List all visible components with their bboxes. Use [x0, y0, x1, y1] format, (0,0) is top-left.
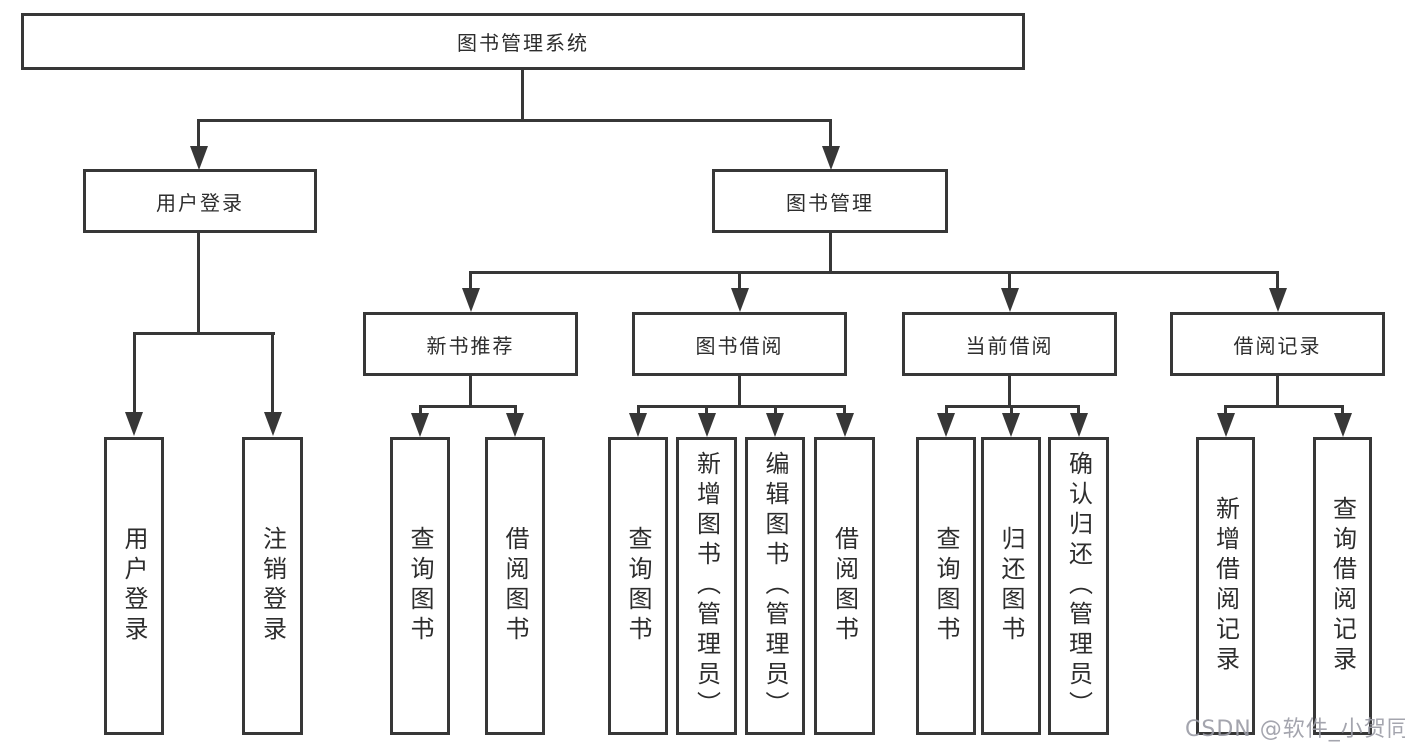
- arrowhead-down-icon: [1333, 413, 1352, 437]
- connector-stub: [469, 375, 472, 408]
- connector-level3-rail: [469, 271, 1279, 274]
- arrowhead-down-icon: [189, 146, 208, 170]
- leaf-borrow-book-recommend: 借阅图书: [485, 437, 545, 735]
- connector-rail: [418, 405, 517, 408]
- connector-root-trunk: [521, 70, 524, 120]
- connector-stub: [1276, 375, 1279, 408]
- connector-stem: [1077, 405, 1080, 415]
- leaf-borrow-book: 借阅图书: [814, 437, 875, 735]
- arrowhead-down-icon: [461, 288, 480, 312]
- connector-stem: [773, 405, 777, 415]
- csdn-watermark: CSDN @软件_小贺同学: [1185, 717, 1405, 742]
- node-root: 图书管理系统: [21, 13, 1025, 70]
- arrowhead-down-icon: [1268, 288, 1287, 312]
- connector-stem: [738, 271, 741, 293]
- arrowhead-down-icon: [730, 288, 749, 312]
- connector-user-login-trunk: [197, 232, 200, 335]
- connector-stem: [705, 405, 708, 415]
- leaf-edit-book-admin: 编辑图书（管理员）: [745, 437, 805, 735]
- arrowhead-down-icon: [411, 413, 429, 437]
- arrowhead-down-icon: [1000, 288, 1019, 312]
- leaf-confirm-return-admin: 确认归还（管理员）: [1048, 437, 1109, 735]
- connector-stem: [1009, 405, 1013, 415]
- arrowhead-down-icon: [1069, 413, 1088, 437]
- connector-stem: [944, 405, 948, 415]
- connector-book-mgmt-trunk: [828, 232, 832, 273]
- connector-stub: [1008, 375, 1011, 408]
- connector-stem: [197, 119, 200, 149]
- arrowhead-down-icon: [766, 413, 784, 437]
- node-new-book-recommend: 新书推荐: [363, 312, 578, 376]
- connector-stub: [738, 375, 741, 408]
- arrowhead-down-icon: [629, 413, 647, 437]
- arrowhead-down-icon: [697, 413, 716, 437]
- connector-stem: [1224, 405, 1227, 415]
- leaf-user-login: 用户登录: [104, 437, 164, 735]
- node-user-login: 用户登录: [83, 169, 317, 233]
- leaf-query-borrow-record: 查询借阅记录: [1313, 437, 1372, 735]
- node-borrow-records: 借阅记录: [1170, 312, 1385, 376]
- connector-stem: [636, 405, 640, 415]
- connector-rail: [636, 405, 846, 408]
- connector-rail: [1224, 405, 1344, 408]
- node-book-management: 图书管理: [712, 169, 948, 233]
- arrowhead-down-icon: [1216, 413, 1235, 437]
- connector-stem: [829, 119, 832, 149]
- connector-stem: [843, 405, 846, 415]
- leaf-add-borrow-record: 新增借阅记录: [1196, 437, 1255, 735]
- connector-stem: [1341, 405, 1344, 415]
- leaf-query-book-recommend: 查询图书: [390, 437, 450, 735]
- leaf-query-book-borrow: 查询图书: [608, 437, 668, 735]
- arrowhead-down-icon: [125, 412, 143, 436]
- connector-stem: [132, 332, 136, 417]
- connector-stem: [271, 332, 274, 417]
- arrowhead-down-icon: [835, 413, 854, 437]
- connector-stem: [418, 405, 422, 415]
- leaf-return-book: 归还图书: [981, 437, 1041, 735]
- arrowhead-down-icon: [263, 412, 282, 436]
- node-current-borrow: 当前借阅: [902, 312, 1117, 376]
- connector-user-login-rail: [132, 332, 275, 335]
- connector-stem: [513, 405, 517, 415]
- arrowhead-down-icon: [821, 146, 840, 170]
- leaf-query-book-current: 查询图书: [916, 437, 976, 735]
- connector-stem: [1008, 271, 1011, 293]
- connector-stem: [1276, 271, 1279, 293]
- leaf-logout: 注销登录: [242, 437, 303, 735]
- arrowhead-down-icon: [506, 413, 524, 437]
- arrowhead-down-icon: [1002, 413, 1020, 437]
- connector-stem: [469, 271, 472, 293]
- arrowhead-down-icon: [937, 413, 955, 437]
- connector-level2-rail: [197, 119, 832, 122]
- node-book-borrow: 图书借阅: [632, 312, 847, 376]
- leaf-add-book-admin: 新增图书（管理员）: [676, 437, 737, 735]
